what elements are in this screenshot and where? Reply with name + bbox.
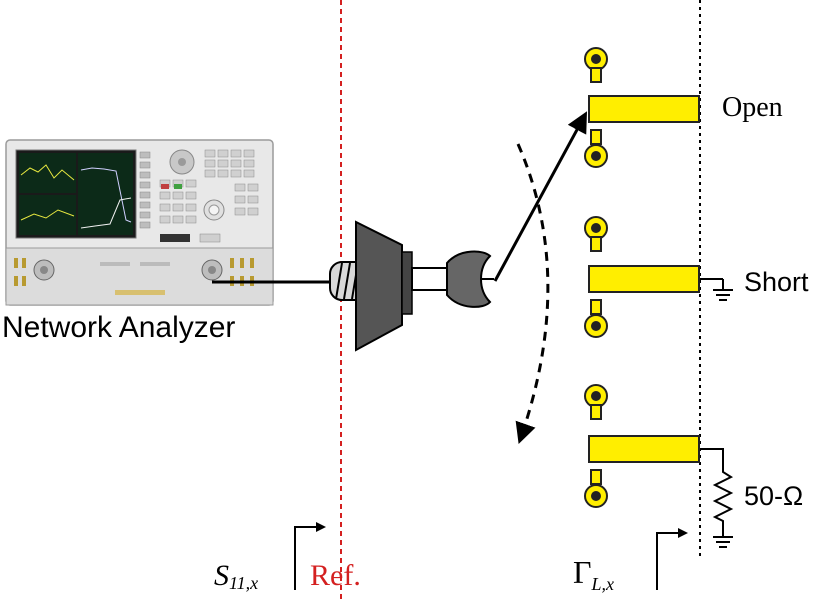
probe-to-open-arrow [493, 111, 588, 282]
network-analyzer-icon [5, 139, 274, 306]
coaxial-connector-icon [329, 220, 494, 352]
open-standard [584, 47, 700, 168]
reference-plane-label: Ref. [310, 559, 361, 592]
gamma-label: ΓL,x [573, 554, 614, 594]
gamma-plane-arrow [656, 528, 688, 590]
s11-plane-arrow [294, 522, 326, 590]
s11-label: S11,x [214, 559, 258, 593]
load-label: 50-Ω [744, 481, 803, 511]
short-label: Short [744, 267, 809, 297]
load-standard [584, 384, 700, 508]
resistor-icon [700, 448, 734, 537]
switch-standard-arrow [515, 143, 550, 444]
open-label: Open [722, 92, 783, 123]
load-ground-icon [713, 536, 733, 548]
ground-icon [700, 278, 733, 301]
network-analyzer-label: Network Analyzer [2, 311, 235, 344]
short-standard [584, 216, 700, 338]
